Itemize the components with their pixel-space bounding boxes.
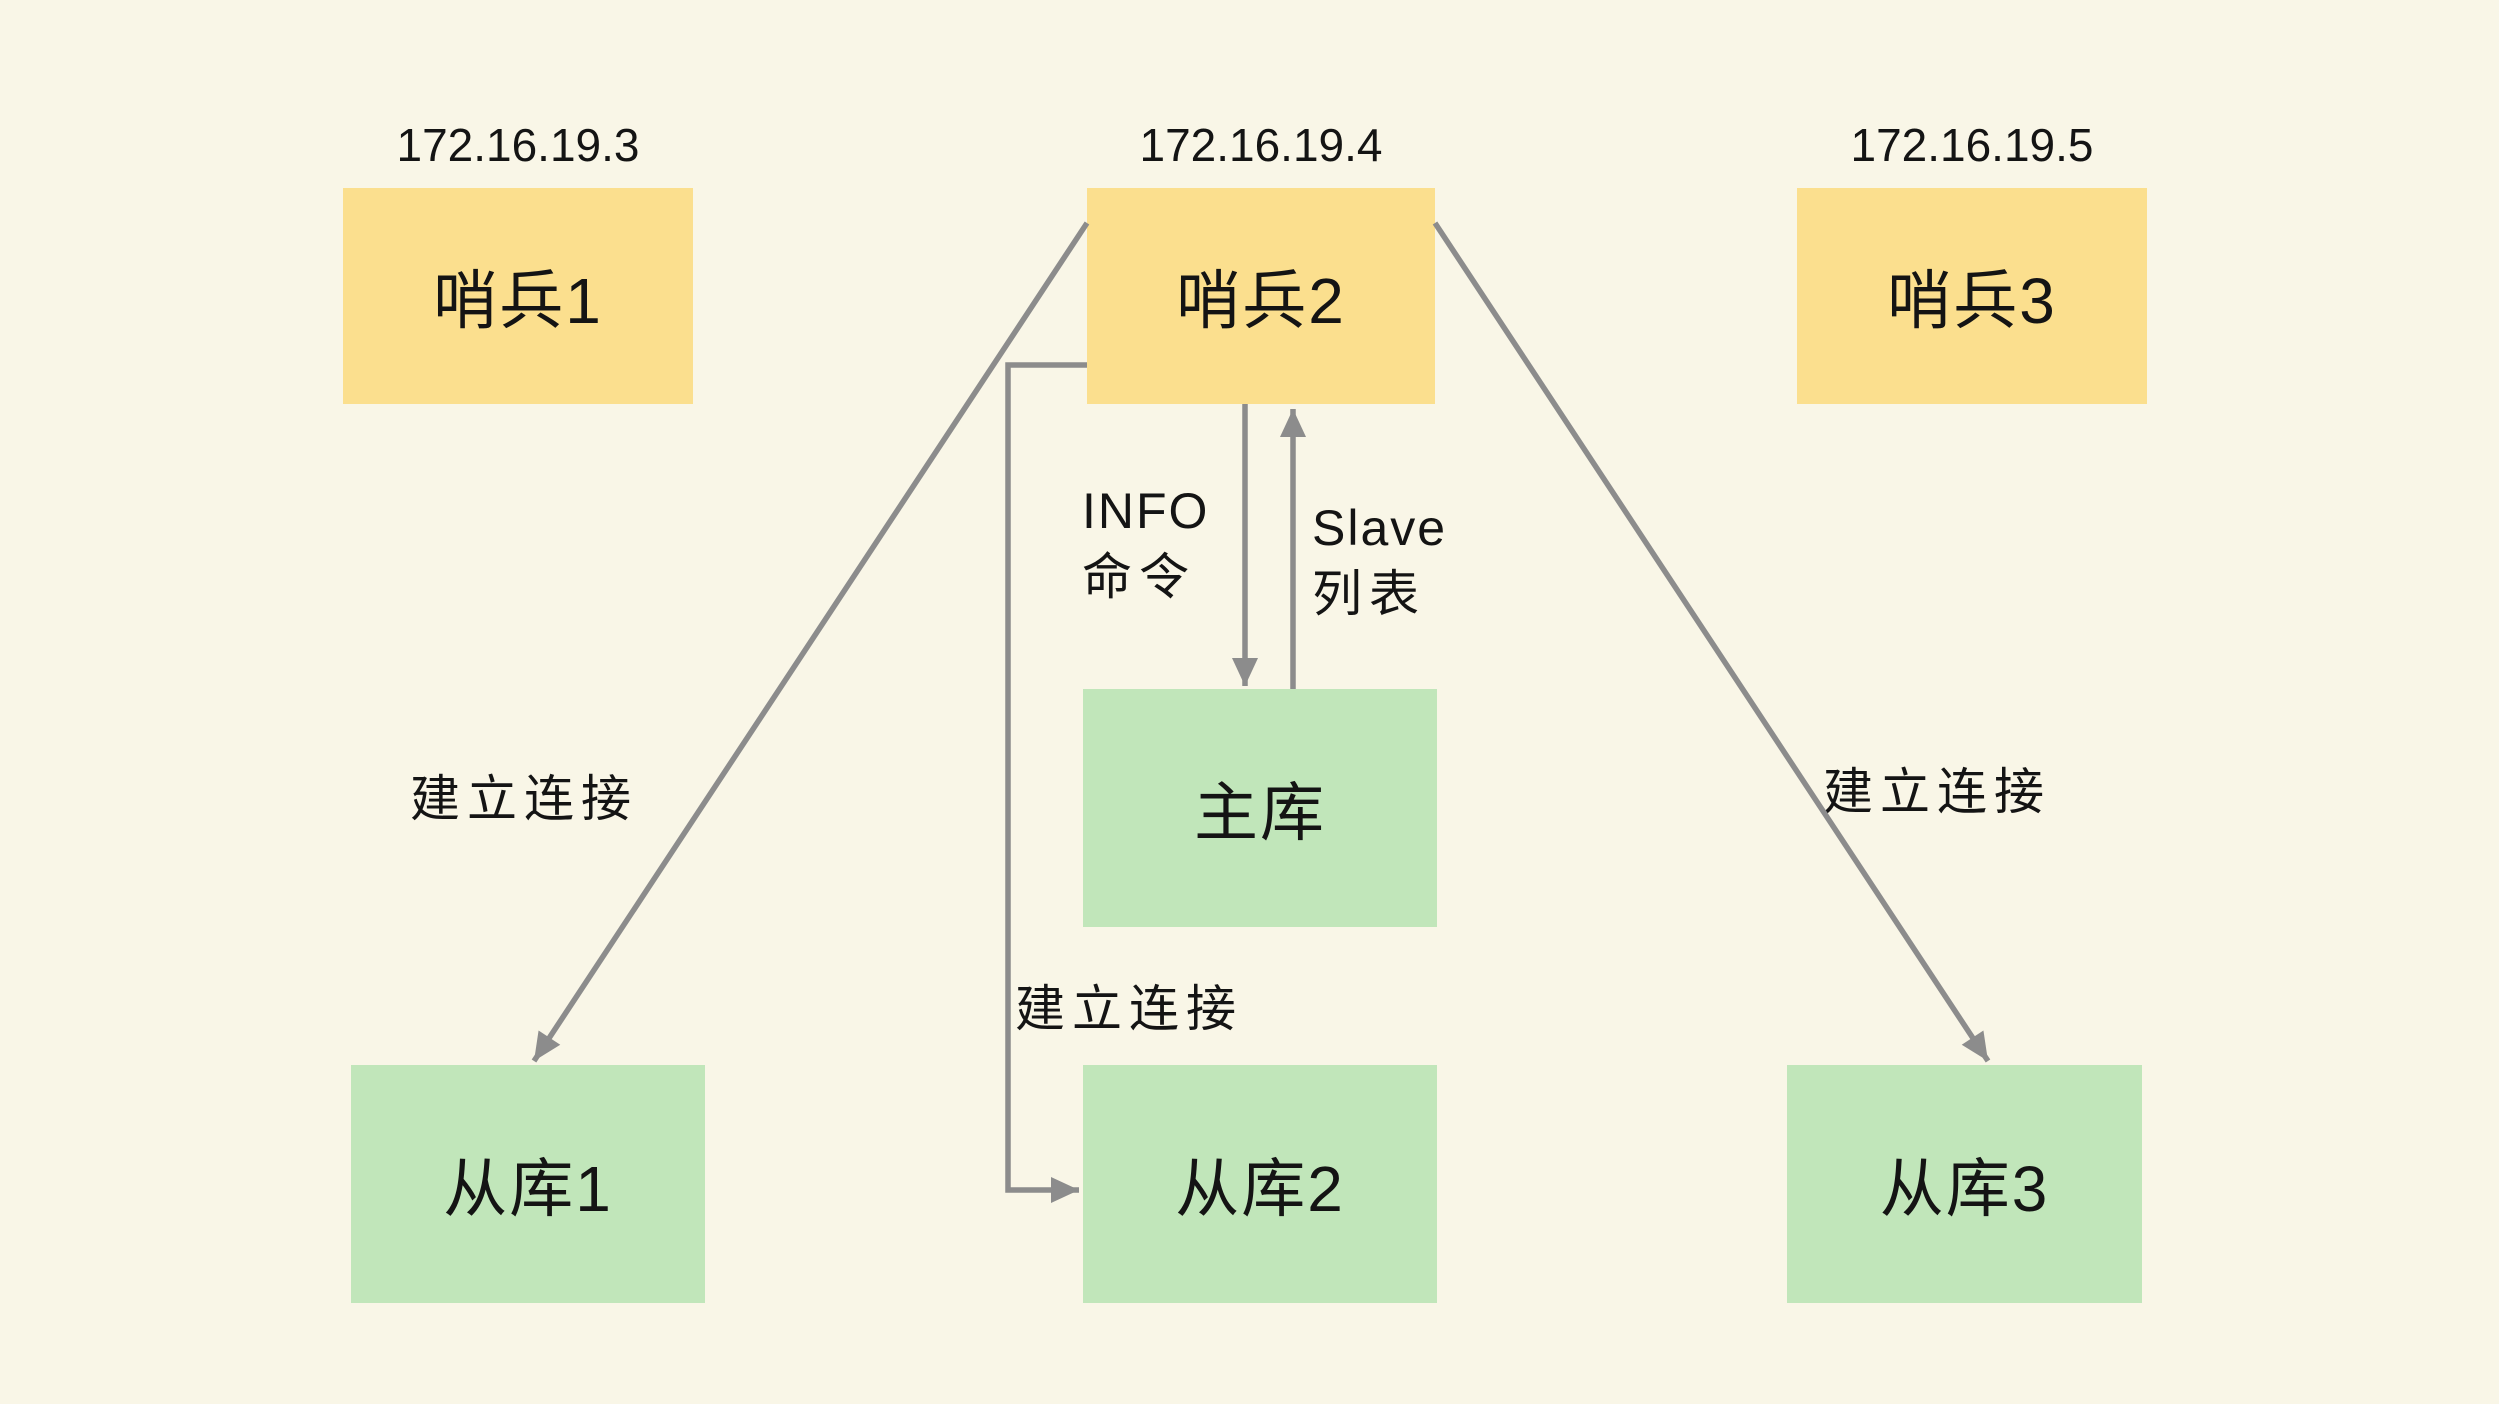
- replica1-label: 从库1: [443, 1153, 613, 1225]
- master-label: 主库: [1194, 777, 1326, 849]
- connect-right-label: 建立连接: [1823, 764, 2051, 820]
- master-box: 主库: [1083, 689, 1437, 927]
- connect-left-label: 建立连接: [410, 771, 638, 827]
- replica3-label: 从库3: [1879, 1153, 2050, 1225]
- slave-list-line2: 列表: [1312, 566, 1426, 622]
- sentinel3-ip: 172.16.19.5: [1850, 119, 2094, 171]
- info-command-line2: 命令: [1082, 549, 1196, 605]
- sentinel3-label: 哨兵3: [1887, 265, 2057, 337]
- sentinel1-box: 哨兵1: [343, 188, 693, 404]
- slave-list-line1: Slave: [1312, 500, 1448, 556]
- sentinel1-ip: 172.16.19.3: [396, 119, 640, 171]
- sentinel1-label: 哨兵1: [433, 265, 603, 337]
- sentinel2-ip: 172.16.19.4: [1139, 119, 1383, 171]
- connect-middle-label: 建立连接: [1015, 981, 1243, 1037]
- slave-list-label: Slave 列表: [1312, 495, 1447, 627]
- arrow-connect-replica2: [1005, 362, 1087, 1203]
- info-command-line1: INFO: [1082, 483, 1210, 539]
- sentinel3-box: 哨兵3: [1797, 188, 2147, 404]
- replica2-box: 从库2: [1083, 1065, 1437, 1303]
- replica2-label: 从库2: [1175, 1153, 1345, 1225]
- replica1-box: 从库1: [351, 1065, 705, 1303]
- info-command-label: INFO 命令: [1082, 478, 1209, 610]
- replica3-box: 从库3: [1787, 1065, 2142, 1303]
- sentinel2-label: 哨兵2: [1176, 265, 1346, 337]
- sentinel2-box: 哨兵2: [1087, 188, 1435, 404]
